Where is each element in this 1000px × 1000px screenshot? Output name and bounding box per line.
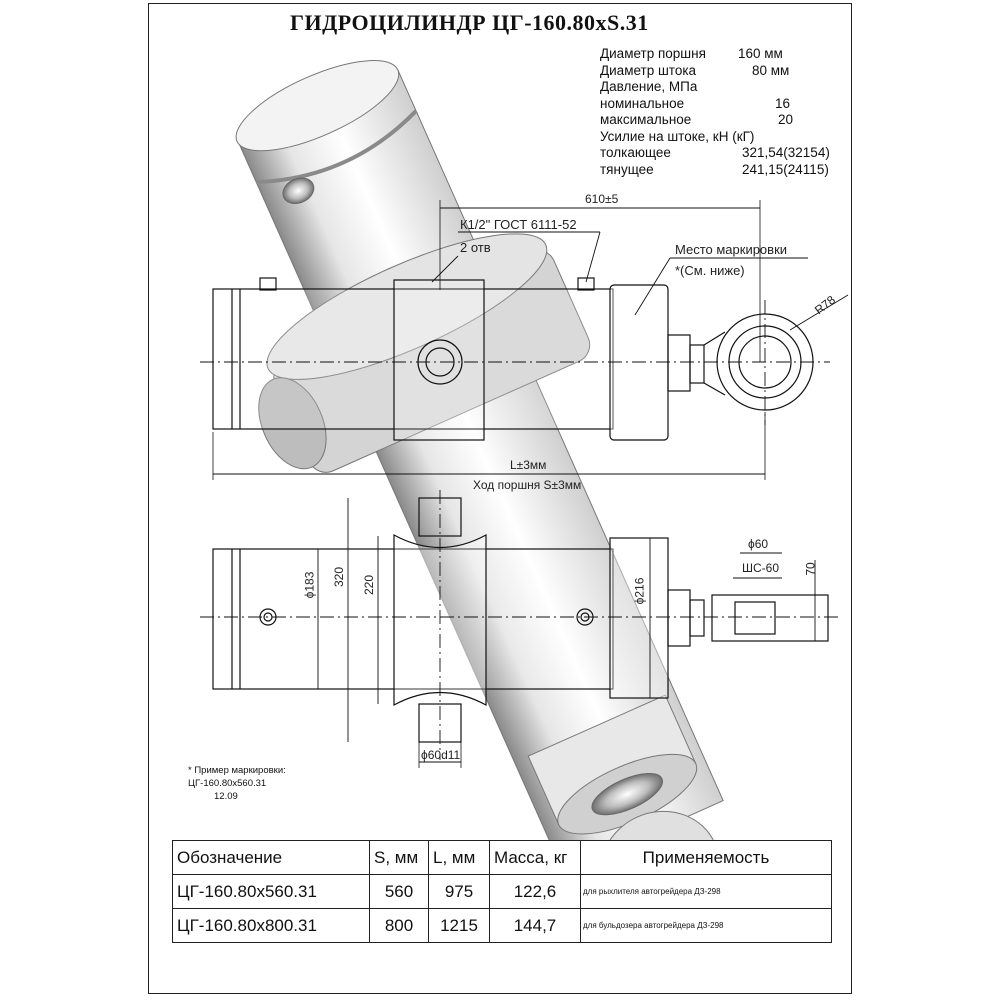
drawing-title: ГИДРОЦИЛИНДР ЦГ-160.80хS.31	[290, 10, 649, 35]
table-header-row: Обозначение S, мм L, мм Масса, кг Примен…	[172, 840, 832, 875]
spec-value: 321,54(32154)	[742, 145, 830, 160]
cell-length: 975	[428, 874, 490, 909]
diameter-183: ϕ183	[302, 571, 317, 599]
diameter-60d11: ϕ60d11	[421, 748, 461, 762]
header-application: Применяемость	[580, 840, 832, 875]
cell-stroke: 800	[369, 908, 429, 943]
models-table: Обозначение S, мм L, мм Масса, кг Примен…	[172, 840, 832, 943]
marking-note-title: * Пример маркировки:	[188, 765, 286, 776]
length-dimension: L±3мм	[510, 458, 547, 472]
diameter-216: ϕ216	[632, 577, 647, 605]
thread-count: 2 отв	[460, 240, 491, 255]
dimension-220: 220	[362, 574, 377, 596]
cell-designation: ЦГ-160.80х560.31	[172, 874, 370, 909]
spec-label: Диаметр штока	[600, 62, 697, 78]
cell-designation: ЦГ-160.80х800.31	[172, 908, 370, 943]
marking-note-date: 12.09	[214, 791, 238, 802]
spec-label: Диаметр поршня	[600, 46, 706, 61]
spec-value: 20	[778, 112, 794, 127]
spec-value: 160 мм	[738, 46, 783, 61]
cell-mass: 144,7	[489, 908, 581, 943]
cell-length: 1215	[428, 908, 490, 943]
marking-place-label: Место маркировки	[675, 242, 788, 257]
header-stroke: S, мм	[369, 840, 429, 875]
spec-label: Усилие на штоке, кН (кГ)	[600, 128, 755, 144]
cell-application: для бульдозера автогрейдера ДЗ-298	[580, 908, 832, 943]
diameter-60: ϕ60	[748, 537, 769, 551]
spec-value: 241,15(24115)	[742, 161, 829, 177]
spec-label: максимальное	[600, 112, 692, 127]
cell-stroke: 560	[369, 874, 429, 909]
bearing-sh60: ШС-60	[742, 561, 780, 575]
cell-application: для рыхлителя автогрейдера ДЗ-298	[580, 874, 832, 909]
spec-label: номинальное	[600, 95, 685, 111]
header-mass: Масса, кг	[489, 840, 581, 875]
cell-mass: 122,6	[489, 874, 581, 909]
dimension-610: 610±5	[585, 192, 619, 206]
marking-ref-label: *(См. ниже)	[675, 263, 745, 278]
spec-value: 80 мм	[752, 62, 790, 78]
table-row: ЦГ-160.80х800.31 800 1215 144,7 для буль…	[172, 908, 832, 943]
marking-note-code: ЦГ-160.80х560.31	[188, 778, 267, 789]
side-view-top	[200, 200, 849, 480]
header-length: L, мм	[428, 840, 490, 875]
side-view-bottom	[200, 490, 840, 768]
spec-label: толкающее	[600, 145, 671, 160]
spec-value: 16	[775, 95, 791, 111]
thread-callout: К1/2" ГОСТ 6111-52	[460, 217, 577, 232]
dimension-320: 320	[332, 566, 347, 588]
spec-label: тянущее	[600, 161, 654, 177]
spec-label: Давление, МПа	[600, 79, 698, 94]
dimension-70: 70	[803, 562, 818, 576]
header-designation: Обозначение	[172, 840, 370, 875]
table-row: ЦГ-160.80х560.31 560 975 122,6 для рыхли…	[172, 874, 832, 909]
stroke-dimension: Ход поршня S±3мм	[473, 478, 582, 492]
